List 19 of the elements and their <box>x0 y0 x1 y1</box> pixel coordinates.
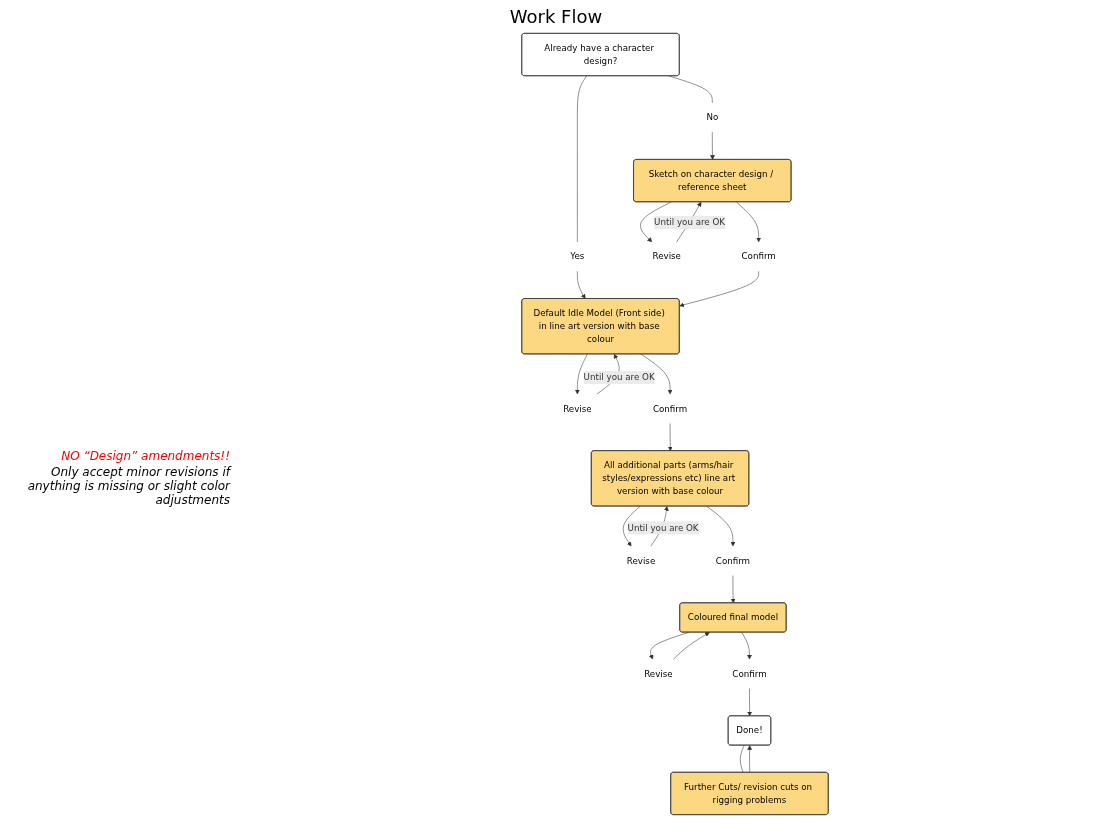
connector <box>740 745 745 773</box>
node-text: Revise <box>652 251 681 262</box>
node-text: Yes <box>570 251 585 262</box>
connector <box>577 75 587 243</box>
note-text: NO “Design” amendments!! <box>60 449 230 463</box>
edge-label: Until you are OK <box>627 522 699 533</box>
edge-label: Until you are OK <box>583 372 655 383</box>
node-text: Confirm <box>732 668 767 679</box>
node-text: Revise <box>563 403 592 414</box>
node-text: Confirm <box>741 251 776 262</box>
note-text: Only accept minor revisions if anything is missing or slight color adjustments <box>26 465 230 507</box>
edge-label: Until you are OK <box>654 217 726 228</box>
node-text: Confirm <box>715 555 751 566</box>
diagram-title: Work Flow <box>508 6 604 27</box>
node-text: Revise <box>626 555 656 566</box>
connector <box>668 75 713 104</box>
node-text: No <box>706 112 719 123</box>
node-text: Revise <box>644 668 673 679</box>
node-text: Confirm <box>652 403 688 414</box>
